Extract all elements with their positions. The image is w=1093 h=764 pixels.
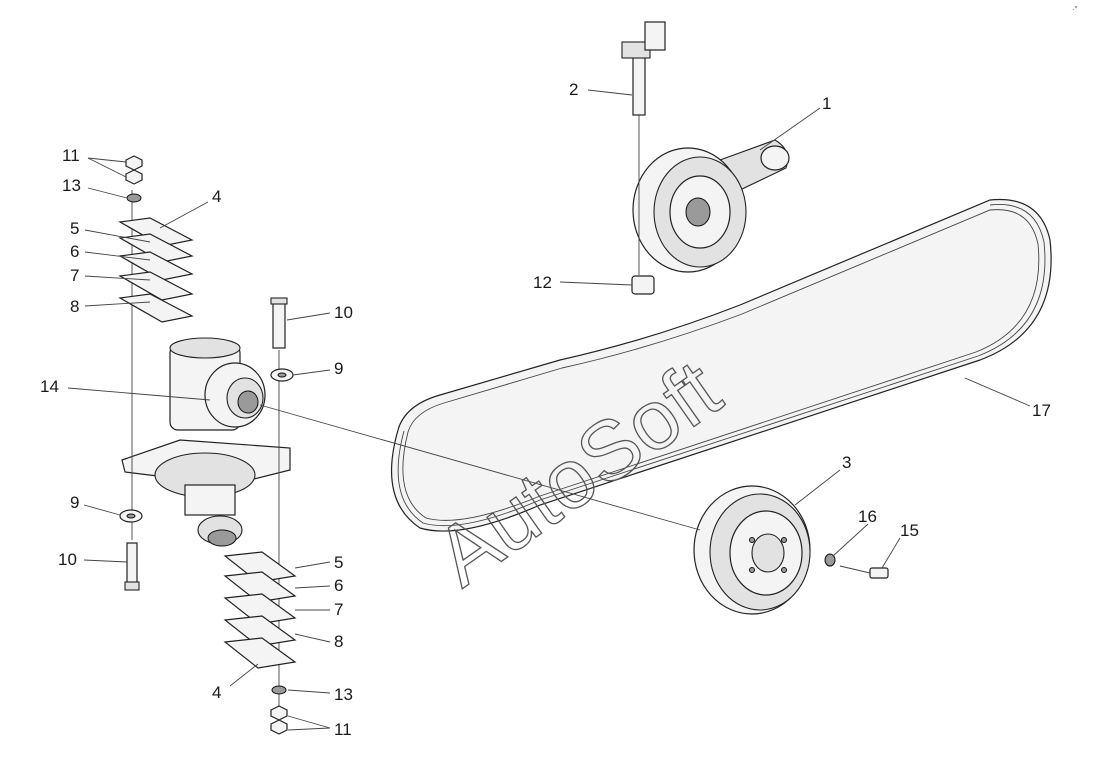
callout-3: 3 <box>842 453 851 472</box>
callout-15: 15 <box>900 521 919 540</box>
callout-4-bottom: 4 <box>212 683 221 702</box>
crankshaft-pulley <box>693 485 811 615</box>
bottom-shim-stack <box>223 551 297 735</box>
callout-5-top: 5 <box>70 219 79 238</box>
callout-6-top: 6 <box>70 242 79 261</box>
belt-tensioner <box>632 139 790 273</box>
callout-1: 1 <box>822 94 831 113</box>
drive-belt <box>391 198 1052 532</box>
callout-7-bottom: 7 <box>334 600 343 619</box>
right-bolt <box>270 297 288 349</box>
callout-17: 17 <box>1032 401 1051 420</box>
tensioner-nut <box>631 275 655 295</box>
callout-9-left: 9 <box>70 493 79 512</box>
callout-12: 12 <box>533 273 552 292</box>
leader-lines <box>67 89 1031 731</box>
pulley-bolt <box>839 565 889 579</box>
callout-5-bottom: 5 <box>334 553 343 572</box>
callout-14: 14 <box>40 377 59 396</box>
callout-8-top: 8 <box>70 297 79 316</box>
corner-mark: ·″ <box>1072 5 1078 14</box>
callout-6-bottom: 6 <box>334 576 343 595</box>
tensioner-pin <box>621 21 666 275</box>
callout-16: 16 <box>858 507 877 526</box>
pulley-washer <box>824 553 836 567</box>
callout-10-right: 10 <box>334 303 353 322</box>
callout-10-left: 10 <box>58 550 77 569</box>
callout-11-top: 11 <box>62 146 80 165</box>
left-bolt <box>124 542 140 591</box>
callout-8-bottom: 8 <box>334 632 343 651</box>
callout-13-top: 13 <box>62 176 81 195</box>
right-washer <box>270 368 294 382</box>
left-washer <box>119 509 143 523</box>
callout-9-right: 9 <box>334 359 343 378</box>
callout-13-bottom: 13 <box>334 685 353 704</box>
callout-11-bottom: 11 <box>334 720 352 739</box>
callout-2: 2 <box>569 80 578 99</box>
callout-4-top: 4 <box>212 187 221 206</box>
top-shim-stack <box>118 155 194 323</box>
callout-7-top: 7 <box>70 266 79 285</box>
gearbox-assembly <box>121 337 291 547</box>
